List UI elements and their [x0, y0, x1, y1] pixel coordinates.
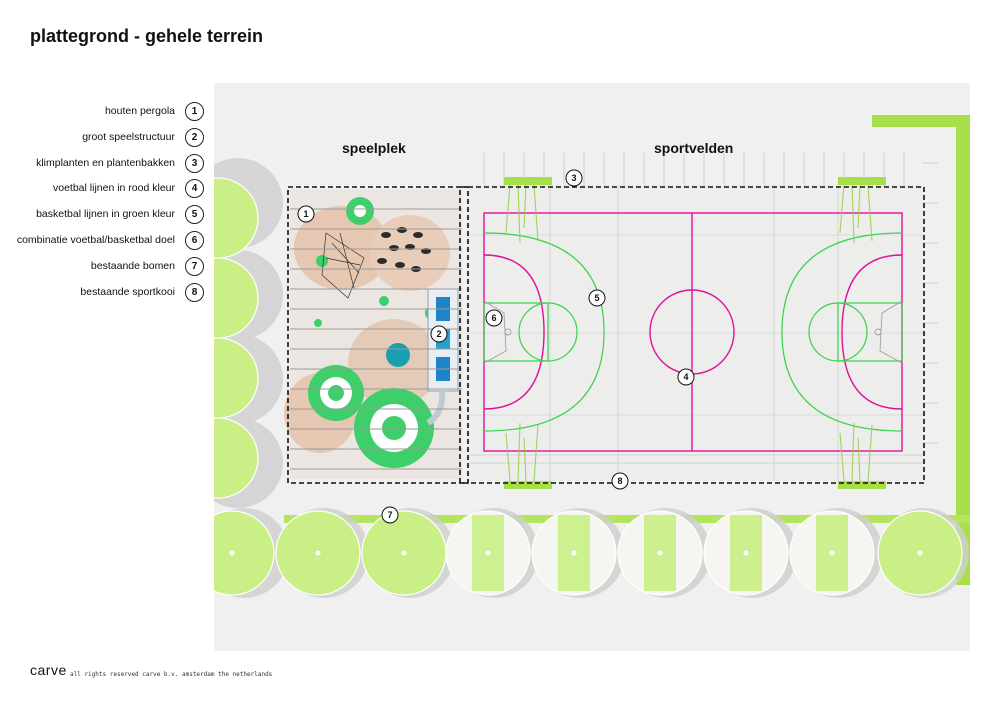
stepping-stones — [377, 227, 431, 272]
site-plan: speelplek sportvelden 1 2 3 4 5 6 7 8 — [214, 83, 970, 651]
copyright-text: all rights reserved carve b.v. amsterdam… — [70, 671, 273, 678]
plan-marker-3: 3 — [565, 169, 583, 187]
play-dot — [316, 255, 328, 267]
legend-item-1: houten pergola 1 — [105, 100, 204, 122]
tree-centers — [229, 550, 923, 556]
legend-item-7: bestaande bomen 7 — [91, 255, 204, 277]
legend-number: 2 — [185, 127, 204, 147]
legend-label: bestaande bomen — [90, 260, 175, 272]
legend-number: 7 — [185, 256, 204, 276]
legend-label: basketbal lijnen in groen kleur — [36, 208, 175, 220]
zone-label-play: speelplek — [342, 140, 406, 156]
plan-marker-8: 8 — [611, 472, 629, 490]
carve-logo: carve — [30, 662, 67, 678]
climbing-net — [321, 232, 365, 299]
tree-pavement-strips — [472, 515, 848, 591]
legend-number: 4 — [185, 178, 204, 198]
play-surface — [370, 215, 450, 291]
svg-text:5: 5 — [594, 293, 599, 303]
pergola-beams — [290, 208, 462, 470]
legend-item-6: combinatie voetbal/basketbal doel 6 — [17, 229, 204, 251]
legend-number: 8 — [185, 282, 204, 302]
plan-marker-5: 5 — [588, 289, 606, 307]
court-grid — [466, 185, 924, 481]
tree — [214, 510, 275, 596]
svg-text:1: 1 — [303, 209, 308, 219]
svg-text:4: 4 — [683, 372, 688, 382]
svg-text:3: 3 — [571, 173, 576, 183]
legend-item-4: voetbal lijnen in rood kleur 4 — [53, 177, 204, 199]
plan-marker-2: 2 — [430, 325, 448, 343]
playground — [284, 189, 462, 479]
page-title: plattegrond - gehele terrein — [30, 26, 264, 46]
plan-marker-4: 4 — [677, 368, 695, 386]
legend-item-5: basketbal lijnen in groen kleur 5 — [36, 203, 204, 225]
legend-number: 3 — [185, 153, 204, 173]
grass-strip-top — [872, 115, 970, 127]
climbing-plants — [505, 184, 873, 482]
basketball-lines — [483, 232, 903, 432]
legend-number: 5 — [185, 204, 204, 224]
plan-marker-6: 6 — [485, 309, 503, 327]
zone-label-sports: sportvelden — [654, 140, 733, 156]
football-lines — [483, 212, 903, 452]
play-dot — [314, 319, 322, 327]
planter-boxes — [504, 177, 886, 489]
legend-label: combinatie voetbal/basketbal doel — [16, 234, 175, 246]
svg-text:7: 7 — [387, 510, 392, 520]
legend-number: 1 — [185, 101, 204, 121]
plan-marker-7: 7 — [381, 506, 399, 524]
legend-label: klimplanten en plantenbakken — [36, 157, 175, 169]
legend-item-3: klimplanten en plantenbakken 3 — [36, 152, 204, 174]
legend-label: bestaande sportkooi — [80, 286, 175, 298]
water-feature — [386, 343, 410, 367]
cage-mesh — [470, 153, 938, 464]
svg-text:8: 8 — [617, 476, 622, 486]
legend-number: 6 — [185, 230, 204, 250]
goal-structures — [483, 300, 903, 364]
svg-text:2: 2 — [436, 329, 441, 339]
tree — [214, 417, 259, 499]
sports-cage-boundary — [459, 186, 925, 484]
sports-court — [466, 153, 938, 489]
plan-marker-1: 1 — [297, 205, 315, 223]
legend-label: groot speelstructuur — [82, 131, 175, 143]
grass-strip-bottom — [284, 515, 970, 523]
grass-strip-right — [956, 115, 970, 585]
legend-label: houten pergola — [104, 105, 175, 117]
playground-boundary — [287, 186, 469, 484]
svg-text:6: 6 — [491, 313, 496, 323]
legend-label: voetbal lijnen in rood kleur — [53, 182, 175, 194]
legend-item-8: bestaande sportkooi 8 — [80, 281, 204, 303]
legend-item-2: groot speelstructuur 2 — [82, 126, 204, 148]
play-dot — [379, 296, 389, 306]
